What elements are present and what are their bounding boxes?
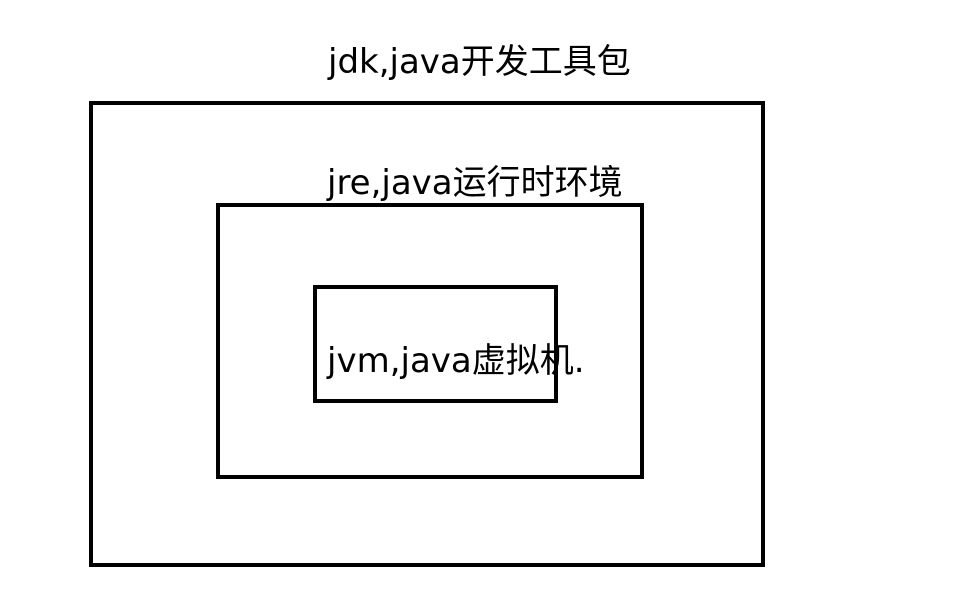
jvm-box xyxy=(313,285,558,403)
jdk-label: jdk,java开发工具包 xyxy=(328,42,631,82)
jre-box xyxy=(216,203,644,479)
jdk-box xyxy=(89,101,765,567)
jvm-label: jvm,java虚拟机. xyxy=(327,341,585,381)
jre-label: jre,java运行时环境 xyxy=(327,163,623,203)
